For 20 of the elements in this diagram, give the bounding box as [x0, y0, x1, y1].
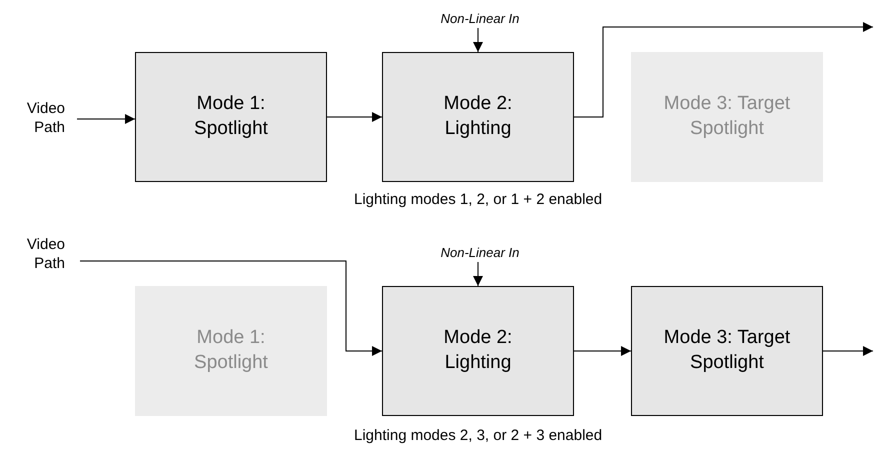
arrow — [574, 346, 632, 356]
disabled-mode-box: Mode 1: Spotlight — [135, 286, 327, 416]
mode-box: Mode 2: Lighting — [382, 52, 574, 182]
disabled-mode-box: Mode 3: Target Spotlight — [631, 52, 823, 182]
mode-box: Mode 2: Lighting — [382, 286, 574, 416]
arrow — [574, 22, 874, 118]
input-label: Video Path — [26, 98, 65, 138]
arrow — [76, 114, 136, 124]
input-label: Video Path — [26, 234, 65, 274]
arrow — [822, 346, 874, 356]
arrow — [473, 28, 483, 52]
mode-box: Mode 1: Spotlight — [135, 52, 327, 182]
caption: Lighting modes 1, 2, or 1 + 2 enabled — [354, 191, 602, 208]
input-label: Non-Linear In — [440, 10, 520, 26]
mode-box: Mode 3: Target Spotlight — [631, 286, 823, 416]
arrow — [473, 262, 483, 286]
input-label: Non-Linear In — [440, 244, 520, 260]
caption: Lighting modes 2, 3, or 2 + 3 enabled — [354, 427, 602, 444]
arrow — [326, 112, 382, 122]
arrow — [80, 260, 382, 356]
